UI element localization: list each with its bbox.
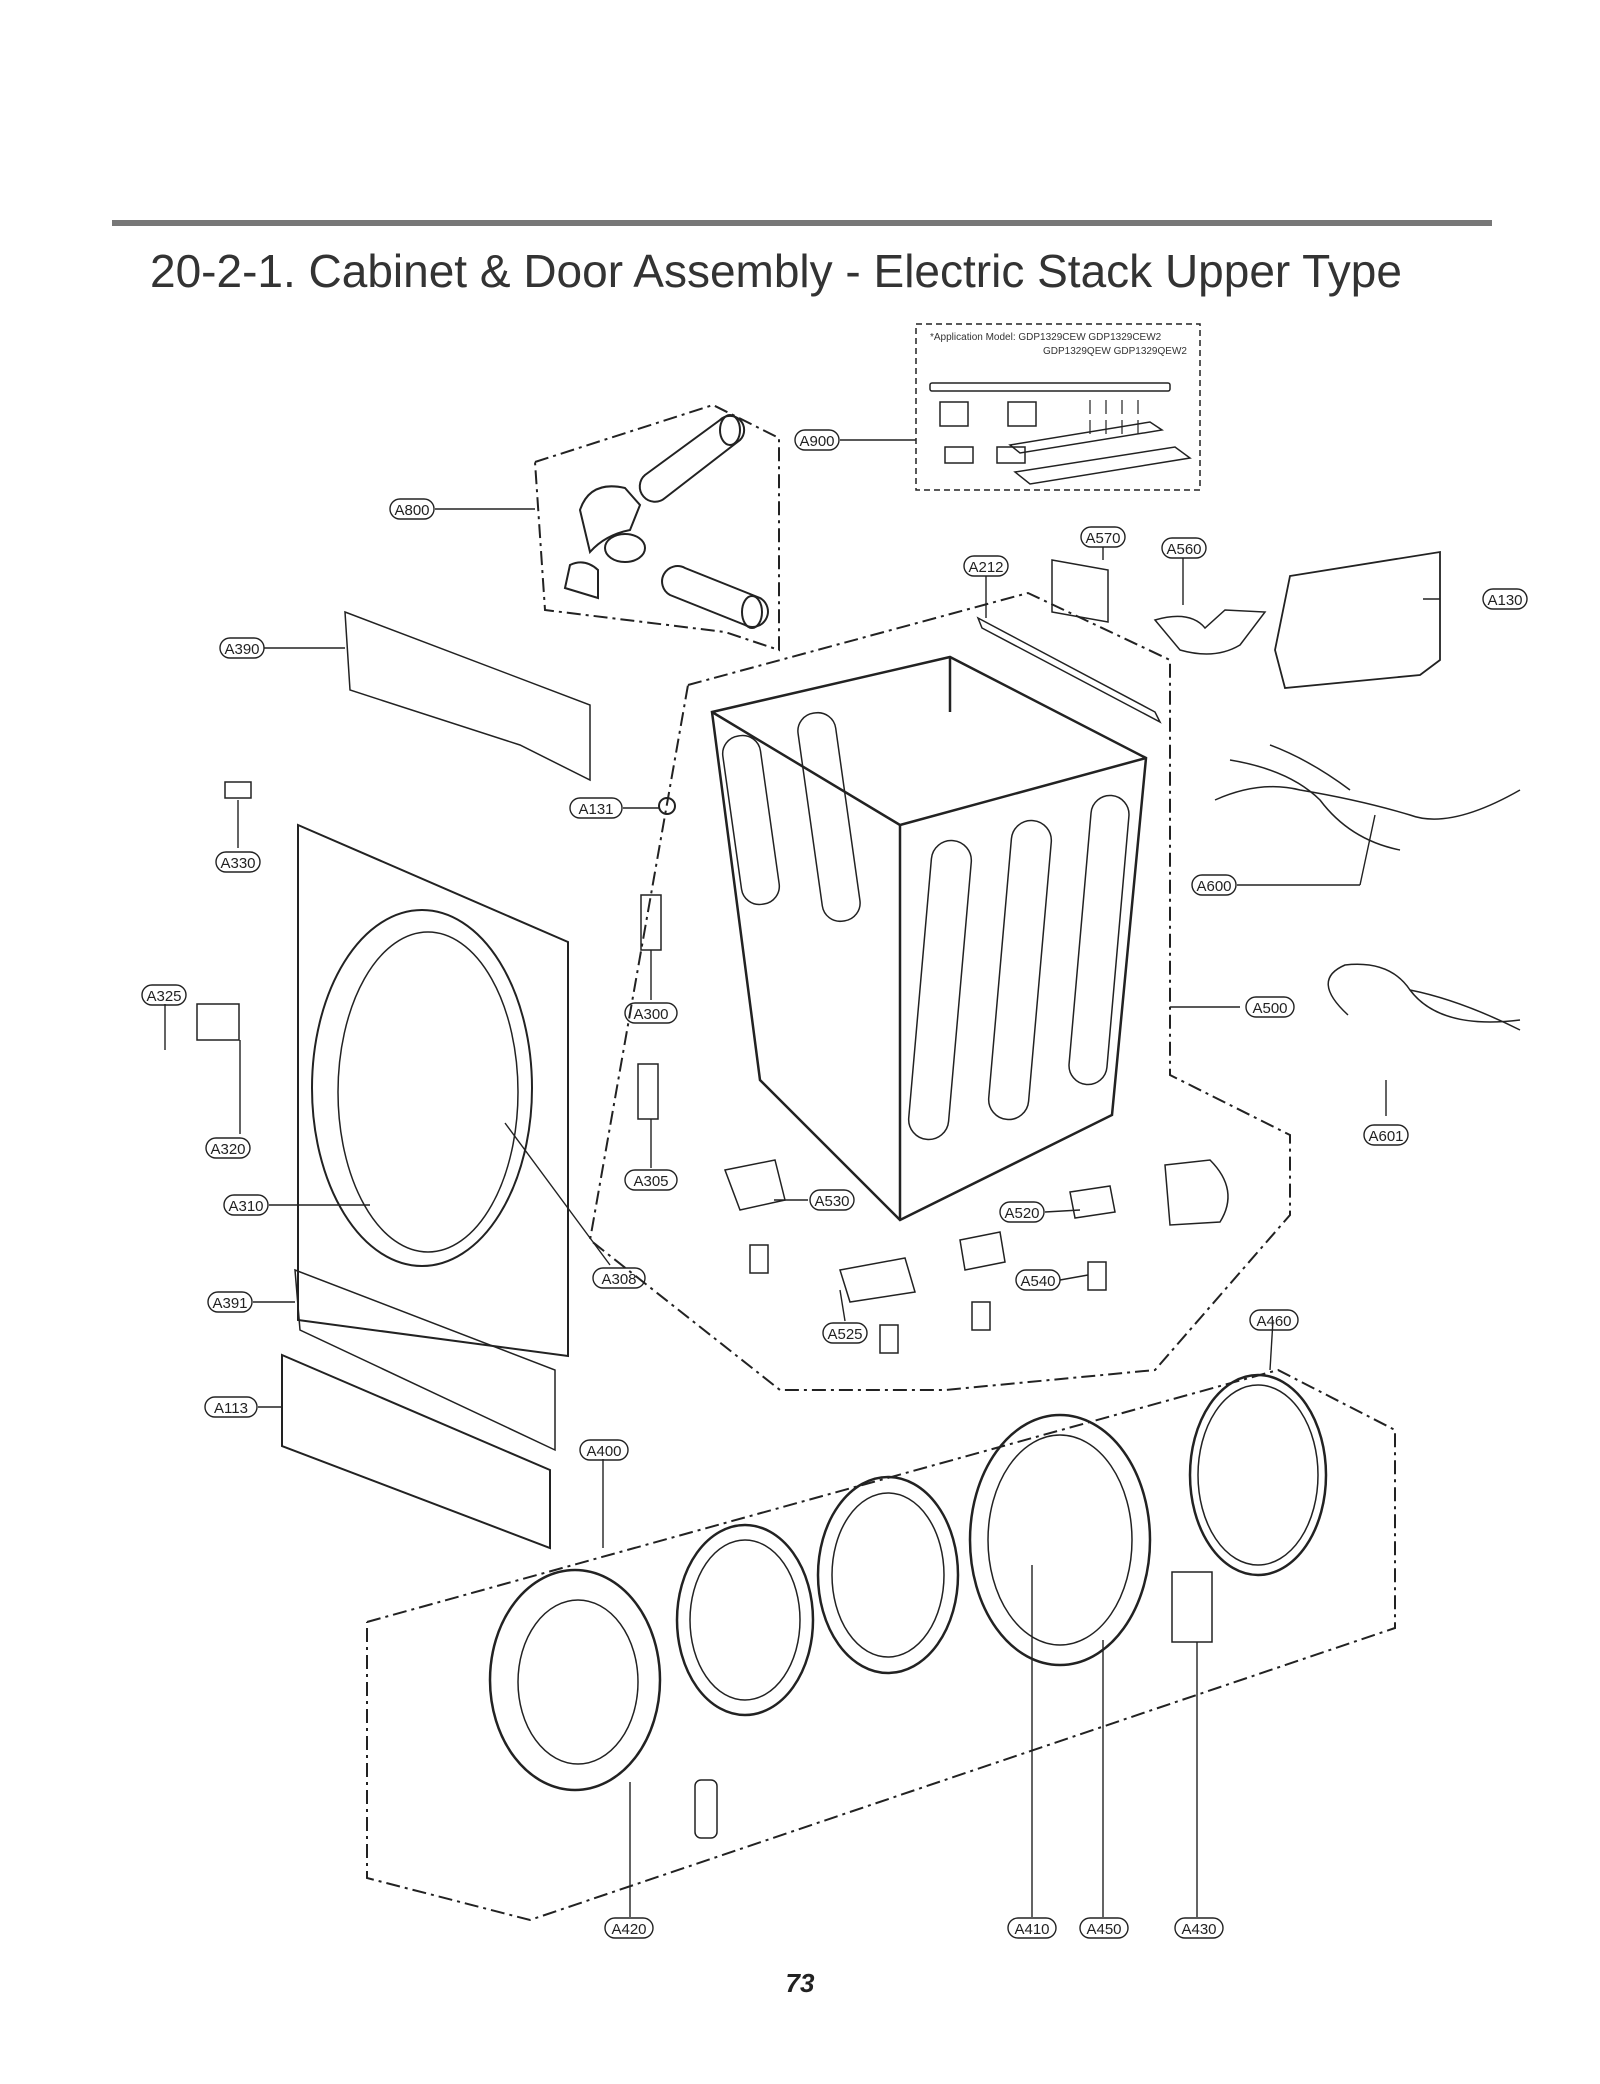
label-A560: A560: [1166, 541, 1201, 558]
label-A540: A540: [1020, 1273, 1055, 1290]
application-note-line2: GDP1329QEW GDP1329QEW2: [1043, 346, 1187, 357]
rear-cover: [1274, 550, 1441, 689]
label-A391: A391: [212, 1295, 247, 1312]
bracket: [1051, 559, 1109, 623]
door-parts: [488, 1373, 1328, 1839]
door-gasket: [1188, 1373, 1328, 1577]
mounting-kit: [929, 382, 1192, 485]
label-A420: A420: [611, 1921, 646, 1938]
label-A212: A212: [968, 559, 1003, 576]
drum-roller: [658, 797, 676, 815]
label-A305: A305: [633, 1173, 668, 1190]
label-A530: A530: [814, 1193, 849, 1210]
cabinet: [710, 655, 1148, 1222]
door-group-outline: [366, 1368, 1396, 1922]
page-number: 73: [785, 1968, 815, 1998]
label-A410: A410: [1014, 1921, 1049, 1938]
latch-part: [224, 781, 252, 799]
door-handle: [694, 1779, 718, 1839]
door-glass-2: [816, 1475, 960, 1675]
label-A500: A500: [1252, 1000, 1287, 1017]
label-A310: A310: [228, 1198, 263, 1215]
hinge-upper: [640, 894, 662, 951]
door-hinge: [1171, 1571, 1213, 1643]
label-A390: A390: [224, 641, 259, 658]
label-A308: A308: [601, 1271, 636, 1288]
label-bubbles: [141, 429, 1528, 1939]
label-A131: A131: [578, 801, 613, 818]
lower-bracket: [294, 1268, 556, 1452]
door-outer: [488, 1568, 662, 1792]
label-A113: A113: [214, 1400, 248, 1417]
label-A600: A600: [1196, 878, 1231, 895]
door-inner: [968, 1413, 1152, 1667]
label-A320: A320: [210, 1141, 245, 1158]
label-A400: A400: [586, 1443, 621, 1460]
label-A300: A300: [633, 1006, 668, 1023]
label-A450: A450: [1086, 1921, 1121, 1938]
label-A525: A525: [827, 1326, 862, 1343]
label-A460: A460: [1256, 1313, 1291, 1330]
header-rule: [112, 220, 1492, 226]
page-title: 20-2-1. Cabinet & Door Assembly - Electr…: [150, 245, 1402, 297]
leader-lines: [164, 439, 1440, 1917]
wire-harness-2: [1327, 963, 1521, 1031]
side-bracket: [196, 1003, 240, 1041]
front-panel: [297, 823, 569, 1358]
front-panel-door-opening: [311, 909, 533, 1267]
application-note-line1: *Application Model: GDP1329CEW GDP1329CE…: [930, 332, 1162, 343]
control-bracket: [344, 610, 591, 782]
label-A570: A570: [1085, 530, 1120, 547]
label-A430: A430: [1181, 1921, 1216, 1938]
exhaust-duct: [1164, 1159, 1229, 1226]
leveling-feet: [723, 1159, 1116, 1354]
kit-box: [915, 323, 1201, 491]
label-A330: A330: [220, 855, 255, 872]
label-A900: A900: [799, 433, 834, 450]
duct-parts: [563, 414, 769, 629]
kick-plate: [281, 1353, 551, 1550]
label-A800: A800: [394, 502, 429, 519]
label-A520: A520: [1004, 1205, 1039, 1222]
wire-harness: [1214, 744, 1521, 851]
nozzle: [1153, 609, 1267, 655]
rear-rail: [976, 616, 1162, 724]
door-glass-1: [675, 1523, 815, 1717]
label-A130: A130: [1487, 592, 1522, 609]
duct-group-outline: [534, 403, 780, 652]
label-A601: A601: [1368, 1128, 1403, 1145]
hinge-lower: [637, 1063, 659, 1120]
label-A325: A325: [146, 988, 181, 1005]
cabinet-group-outline: [588, 591, 1291, 1391]
